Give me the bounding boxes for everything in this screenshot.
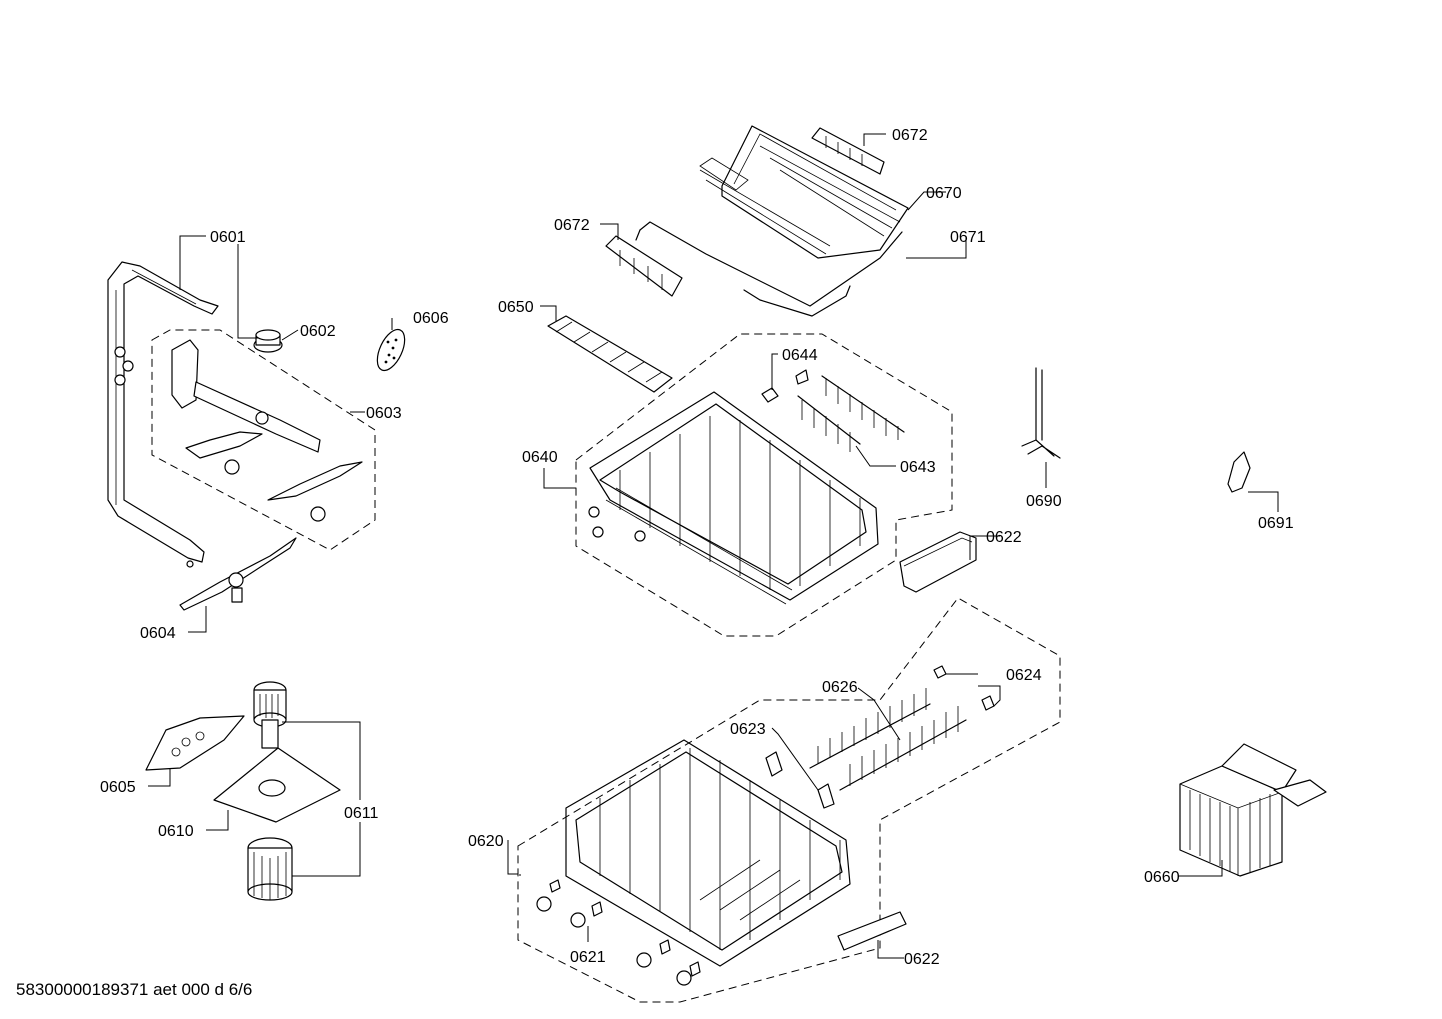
part-labels: 0601 0602 0603 0604 0605 0606 0610 0611 … <box>100 127 1294 968</box>
feed-pipe-0601 <box>107 261 219 568</box>
label-0604: 0604 <box>140 625 176 642</box>
label-0670: 0670 <box>926 185 962 202</box>
label-0626: 0626 <box>822 679 858 696</box>
label-0602: 0602 <box>300 323 336 340</box>
label-0603: 0603 <box>366 405 402 422</box>
label-0622-upper: 0622 <box>986 529 1022 546</box>
label-0605: 0605 <box>100 779 136 796</box>
holder-0672-top <box>811 127 885 175</box>
handle-0622-lower <box>837 911 907 951</box>
label-0644: 0644 <box>782 347 818 364</box>
clip-0644 <box>761 369 809 403</box>
label-0623: 0623 <box>730 721 766 738</box>
handle-0622-upper <box>899 531 977 593</box>
label-0622-lower: 0622 <box>904 951 940 968</box>
lower-spray-arm-0604 <box>179 537 297 611</box>
nozzle-0602 <box>253 329 283 353</box>
label-0672-top: 0672 <box>892 127 928 144</box>
label-0621: 0621 <box>570 949 606 966</box>
label-0620: 0620 <box>468 833 504 850</box>
label-0690: 0690 <box>1026 493 1062 510</box>
clip-0691 <box>1227 451 1251 493</box>
filter-0611 <box>247 681 293 901</box>
rack-pin-0690 <box>1021 367 1061 459</box>
label-0601: 0601 <box>210 229 246 246</box>
label-0691: 0691 <box>1258 515 1294 532</box>
clips-0624 <box>933 665 995 711</box>
label-0660: 0660 <box>1144 869 1180 886</box>
leader-lines <box>148 133 1279 959</box>
label-0671: 0671 <box>950 229 986 246</box>
label-0606: 0606 <box>413 310 449 327</box>
tine-rack-0643 <box>797 375 905 452</box>
document-id: 58300000189371 aet 000 d 6/6 <box>16 980 253 999</box>
upper-spray-arm-group-0603 <box>151 329 376 551</box>
holder-0672-left <box>605 235 683 297</box>
label-0624: 0624 <box>1006 667 1042 684</box>
label-0672-left: 0672 <box>554 217 590 234</box>
tine-rows-0626 <box>809 688 967 791</box>
label-0640: 0640 <box>522 449 558 466</box>
upper-basket-group-0640 <box>575 333 953 637</box>
lower-basket-group-0620 <box>517 597 1061 1003</box>
flat-filter-0610 <box>213 747 341 823</box>
label-0650: 0650 <box>498 299 534 316</box>
cutlery-drawer-0670 <box>635 125 909 317</box>
spike-row-0650 <box>547 315 673 393</box>
sieve-cover-0605 <box>145 715 245 771</box>
sieve-disc-0606 <box>376 328 406 372</box>
label-0611: 0611 <box>344 805 379 822</box>
label-0643: 0643 <box>900 459 936 476</box>
clips-0623 <box>765 751 835 809</box>
cutlery-basket-0660 <box>1179 743 1327 877</box>
label-0610: 0610 <box>158 823 194 840</box>
